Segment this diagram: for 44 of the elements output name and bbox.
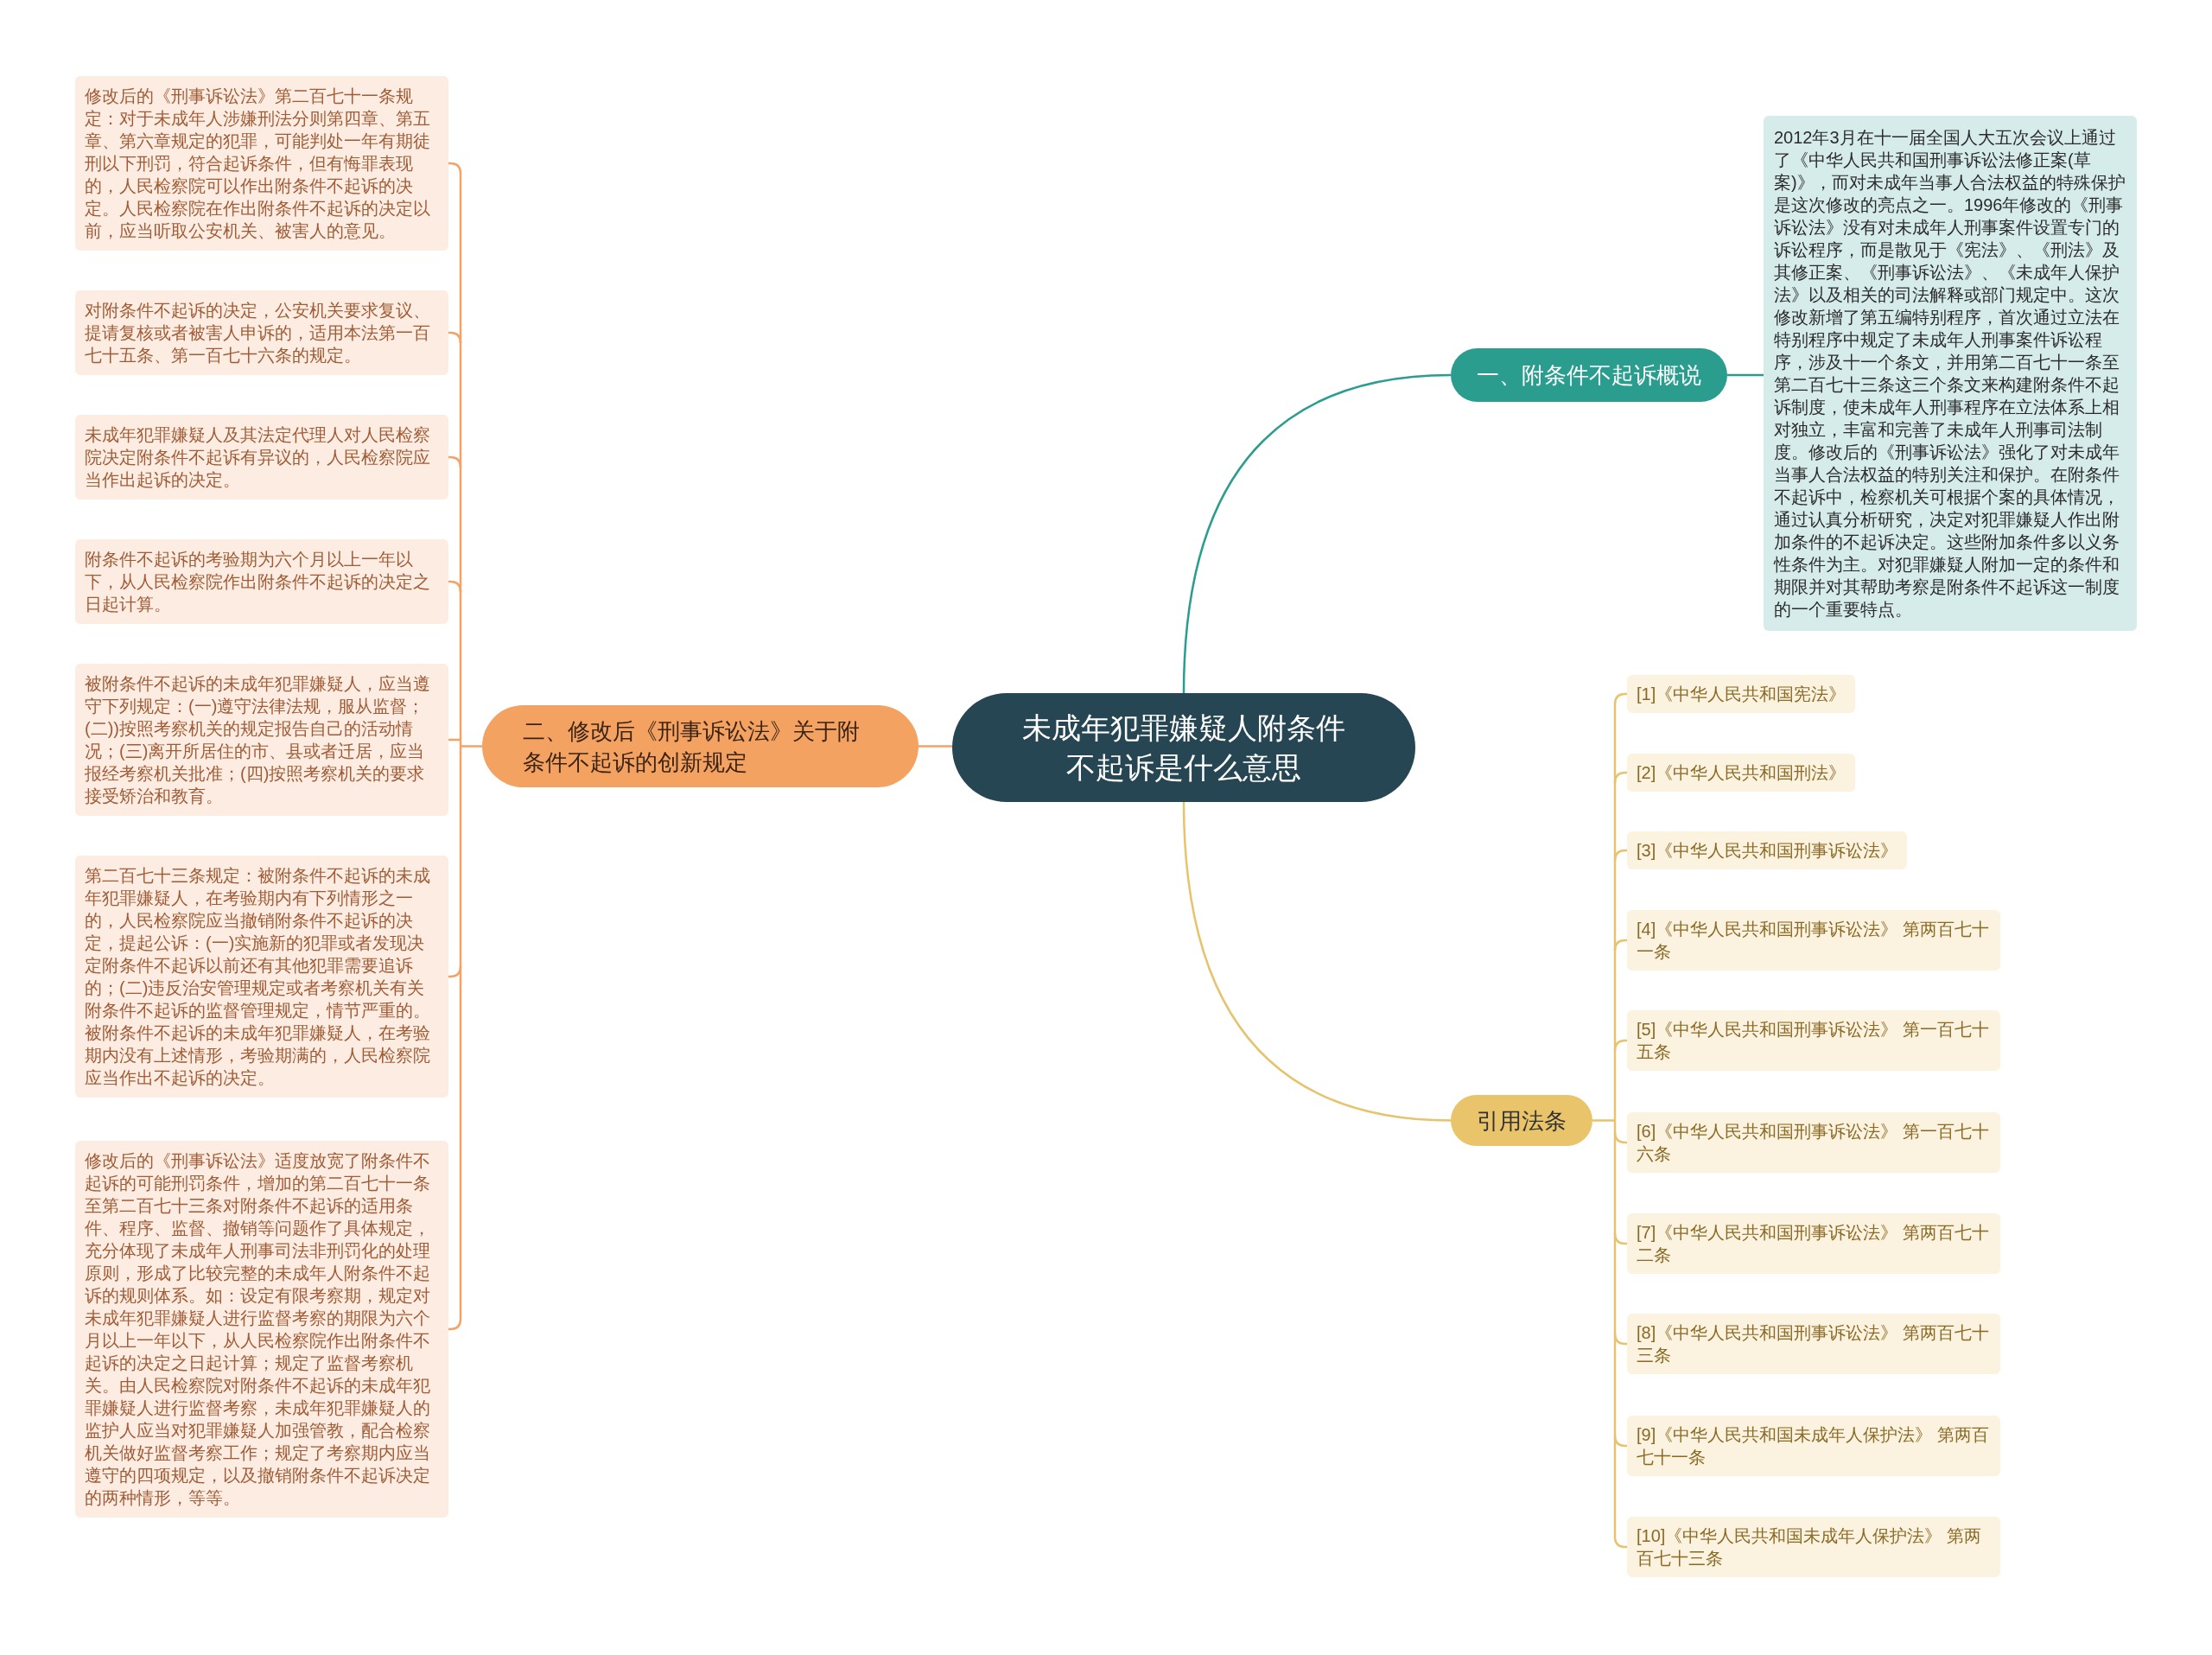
connector-line — [448, 331, 462, 344]
note-card: 2012年3月在十一届全国人大五次会议上通过了《中华人民共和国刑事诉讼法修正案(草案)》，而对未成年当事人合法权益的特殊保护是这次修改的亮点之一。1996年修改的《刑事诉讼法》没有对未成年人刑事案件设置专门的诉讼程序，而是散见于《宪法》、《刑法》及其修正案、《刑事诉讼法》、《未成年人保护法》以及相关的司法解释或部门规定中。这次修改新增了第五编特别程序，首次通过立法在特别程序中规定了未成年人刑事案件诉讼程序，涉及十一个条文，并用第二百七十一条至第二百七十三条这三个条文来构建附条件不起诉制度，使未成年人刑事程序在立法体系上相对独立，丰富和完善了未成年人刑事司法制度。修改后的《刑事诉讼法》强化了对未成年当事人合法权益的特别关注和保护。在附条件不起诉中，检察机关可根据个案的具体情况，通过认真分析研究，决定对犯罪嫌疑人作出附加条件的不起诉决定。这些附加条件多以义务性条件为主。对犯罪嫌疑人附加一定的条件和期限并对其帮助考察是附条件不起诉这一制度的一个重要特点。 — [1764, 116, 2137, 631]
connector-line — [1613, 939, 1627, 952]
connector-line — [1182, 373, 1452, 694]
connector-line — [448, 162, 462, 175]
connector-line — [448, 965, 462, 978]
connector-line — [1182, 801, 1452, 1122]
central-topic: 未成年犯罪嫌疑人附条件不起诉是什么意思 — [952, 693, 1415, 802]
connector-line — [1613, 1435, 1627, 1448]
connector-line — [448, 580, 462, 593]
connector-line — [1591, 703, 1617, 1538]
reference-item: [9]《中华人民共和国未成年人保护法》 第两百七十一条 — [1627, 1416, 2000, 1476]
connector-line — [918, 745, 952, 748]
connector-line — [459, 172, 484, 1321]
branch-topic: 一、附条件不起诉概说 — [1451, 348, 1727, 402]
connector-line — [1613, 771, 1627, 784]
connector-line — [1613, 692, 1627, 705]
reference-item: [1]《中华人民共和国宪法》 — [1627, 675, 1856, 713]
branch-topic: 引用法条 — [1451, 1095, 1592, 1146]
reference-item: [5]《中华人民共和国刑事诉讼法》 第一百七十五条 — [1627, 1010, 2000, 1071]
note-card: 第二百七十三条规定：被附条件不起诉的未成年犯罪嫌疑人，在考验期内有下列情形之一的，人民检察院应当撤销附条件不起诉的决定，提起公诉：(一)实施新的犯罪或者发现决定附条件不起诉以前还有其他犯罪需要追诉的；(二)违反治安管理规定或者考察机关有关附条件不起诉的监督管理规定，情节严重的。被附条件不起诉的未成年犯罪嫌疑人，在考验期内没有上述情形，考验期满的，人民检察院应当作出不起诉的决定。 — [75, 856, 448, 1098]
reference-item: [8]《中华人民共和国刑事诉讼法》 第两百七十三条 — [1627, 1314, 2000, 1374]
reference-item: [6]《中华人民共和国刑事诉讼法》 第一百七十六条 — [1627, 1112, 2000, 1173]
note-card: 附条件不起诉的考验期为六个月以上一年以下，从人民检察院作出附条件不起诉的决定之日起计算。 — [75, 539, 448, 624]
connector-line — [448, 1318, 462, 1331]
note-card: 修改后的《刑事诉讼法》第二百七十一条规定：对于未成年人涉嫌刑法分则第四章、第五章、第六章规定的犯罪，可能判处一年有期徒刑以下刑罚，符合起诉条件，但有悔罪表现的，人民检察院可以作出附条件不起诉的决定。人民检察院在作出附条件不起诉的决定以前，应当听取公安机关、被害人的意见。 — [75, 76, 448, 251]
connector-line — [1613, 1333, 1627, 1346]
connector-line — [1727, 373, 1764, 377]
note-card: 未成年犯罪嫌疑人及其法定代理人对人民检察院决定附条件不起诉有异议的，人民检察院应当作出起诉的决定。 — [75, 415, 448, 500]
reference-item: [4]《中华人民共和国刑事诉讼法》 第两百七十一条 — [1627, 910, 2000, 971]
connector-line — [1613, 1131, 1627, 1144]
reference-item: [7]《中华人民共和国刑事诉讼法》 第两百七十二条 — [1627, 1213, 2000, 1274]
note-card: 被附条件不起诉的未成年犯罪嫌疑人，应当遵守下列规定：(一)遵守法律法规，服从监督；(二))按照考察机关的规定报告自己的活动情况；(三)离开所居住的市、县或者迁居，应当报经考察机关批准；(四)按照考察机关的要求接受矫治和教育。 — [75, 664, 448, 816]
reference-item: [2]《中华人民共和国刑法》 — [1627, 754, 1856, 792]
note-card: 修改后的《刑事诉讼法》适度放宽了附条件不起诉的可能刑罚条件，增加的第二百七十一条至第二百七十三条对附条件不起诉的适用条件、程序、监督、撤销等问题作了具体规定，充分体现了未成年人刑事司法非刑罚化的处理原则，形成了比较完整的未成年人附条件不起诉的规则体系。如：设定有限考察期，规定对未成年犯罪嫌疑人进行监督考察的期限为六个月以上一年以下，从人民检察院作出附条件不起诉的决定之日起计算；规定了监督考察机关。由人民检察院对附条件不起诉的未成年犯罪嫌疑人进行监督考察，未成年犯罪嫌疑人的监护人应当对犯罪嫌疑人加强管教，配合检察机关做好监督考察工作；规定了考察期内应当遵守的四项规定，以及撤销附条件不起诉决定的两种情形，等等。 — [75, 1141, 448, 1518]
connector-line — [1613, 849, 1627, 862]
reference-item: [10]《中华人民共和国未成年人保护法》 第两百七十三条 — [1627, 1517, 2000, 1577]
connector-line — [1613, 1232, 1627, 1245]
connector-line — [1613, 1536, 1627, 1549]
branch-topic: 二、修改后《刑事诉讼法》关于附条件不起诉的创新规定 — [482, 705, 918, 787]
connector-line — [1613, 1039, 1627, 1052]
connector-line — [448, 455, 462, 468]
note-card: 对附条件不起诉的决定，公安机关要求复议、提请复核或者被害人申诉的，适用本法第一百七十五条、第一百七十六条的规定。 — [75, 290, 448, 375]
reference-item: [3]《中华人民共和国刑事诉讼法》 — [1627, 831, 1908, 869]
